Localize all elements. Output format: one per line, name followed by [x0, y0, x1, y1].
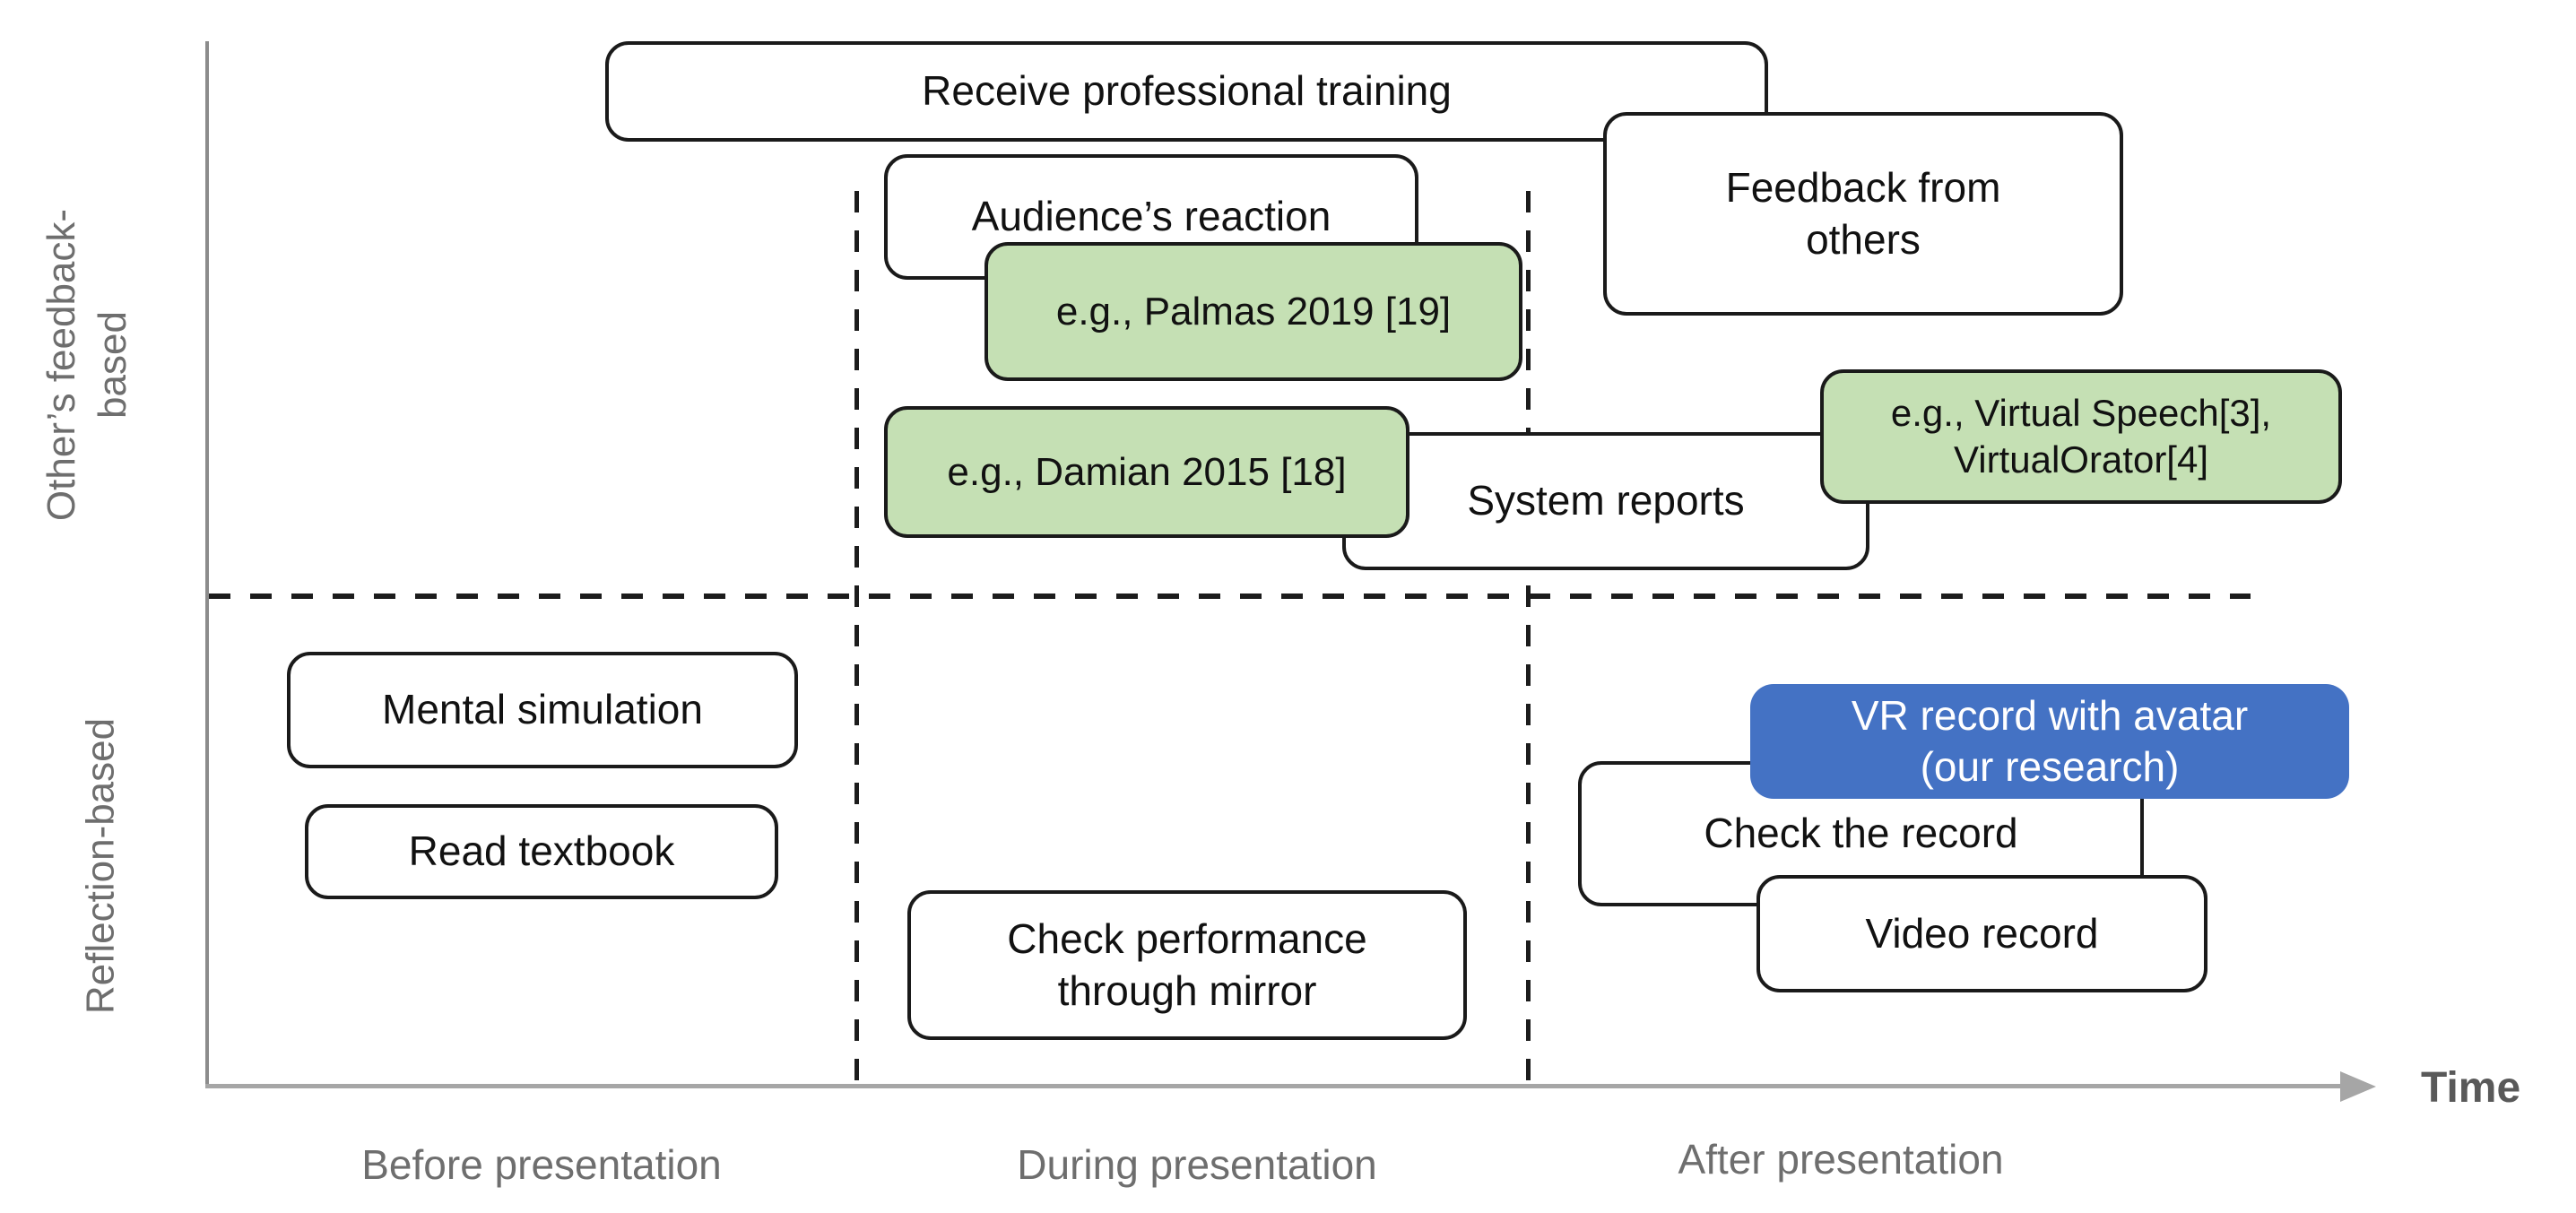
- x-label-before-presentation: Before presentation: [361, 1141, 722, 1188]
- box-video-record: Video record: [1756, 875, 2207, 992]
- x-label-after-presentation: After presentation: [1678, 1136, 2004, 1183]
- box-receive-professional-training: Receive professional training: [605, 41, 1768, 142]
- box-example-palmas-2019: e.g., Palmas 2019 [19]: [984, 242, 1522, 381]
- x-label-during-presentation: During presentation: [1017, 1141, 1377, 1188]
- y-label-reflection-based: Reflection-based: [78, 717, 123, 1015]
- box-system-reports: System reports: [1342, 432, 1869, 570]
- box-feedback-from-others: Feedback from others: [1603, 112, 2123, 316]
- divider-before-during: [854, 191, 859, 1086]
- time-axis-title: Time: [2421, 1064, 2521, 1112]
- box-read-textbook: Read textbook: [305, 804, 778, 899]
- divider-feedback-reflection: [209, 594, 2251, 599]
- divider-during-after: [1526, 191, 1531, 1086]
- x-axis-line: [205, 1084, 2343, 1088]
- box-check-performance-mirror: Check performance through mirror: [907, 890, 1467, 1040]
- box-mental-simulation: Mental simulation: [287, 652, 798, 768]
- box-vr-record-with-avatar: VR record with avatar (our research): [1750, 684, 2349, 799]
- box-example-damian-2015: e.g., Damian 2015 [18]: [884, 406, 1409, 538]
- x-axis-arrow-icon: [2340, 1071, 2376, 1102]
- y-label-others-feedback-based: Other’s feedback- based: [39, 208, 134, 522]
- y-axis-line: [205, 41, 209, 1087]
- box-example-virtual-speech: e.g., Virtual Speech[3], VirtualOrator[4…: [1820, 369, 2342, 504]
